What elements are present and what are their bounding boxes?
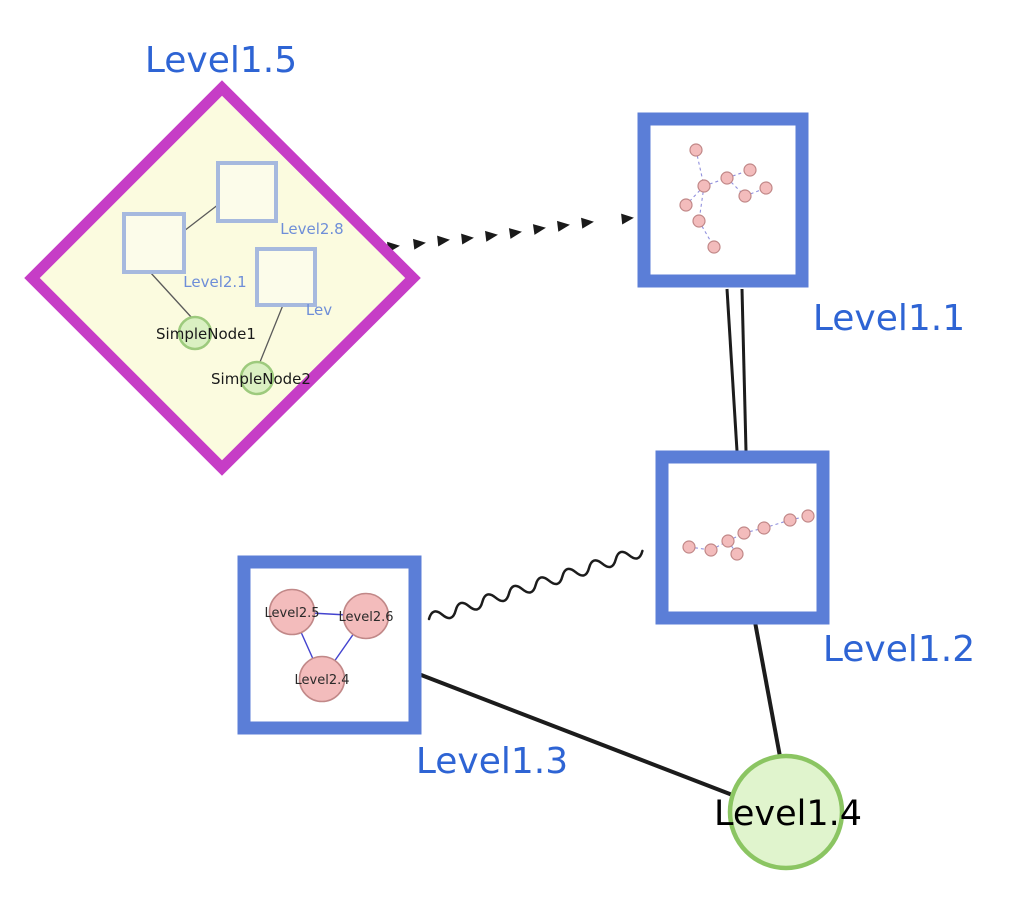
subgraph-node[interactable] <box>689 143 703 157</box>
subgraph-node[interactable] <box>738 189 752 203</box>
group-node-level1-2 <box>655 450 830 625</box>
subgraph-edge <box>726 177 746 197</box>
label-level1-5: Level1.5 <box>145 40 297 81</box>
diamond-shape-level1-5[interactable] <box>24 80 421 476</box>
label-level1-2: Level1.2 <box>823 629 975 670</box>
group-node-level1-1 <box>637 112 809 288</box>
label-level1-3: Level1.3 <box>416 741 568 782</box>
node-level2-1[interactable] <box>122 212 186 274</box>
label-simplenode2: SimpleNode2 <box>211 370 311 388</box>
label-level2-5: Level2.5 <box>265 606 320 621</box>
node-lev[interactable] <box>255 247 317 307</box>
subgraph-node[interactable] <box>737 526 751 540</box>
node-simplenode2[interactable] <box>239 360 275 396</box>
box-level1-2[interactable] <box>655 450 830 625</box>
subgraph-node[interactable] <box>704 543 718 557</box>
subgraph-node[interactable] <box>697 179 711 193</box>
edge-level13-level14[interactable] <box>415 671 749 803</box>
subgraph-node[interactable] <box>757 521 771 535</box>
edge-level11-level12-double[interactable] <box>725 288 748 452</box>
label-level1-4: Level1.4 <box>714 794 862 834</box>
edge-level12-level14[interactable] <box>753 621 783 763</box>
label-level2-6: Level2.6 <box>339 610 394 625</box>
subgraph-node[interactable] <box>692 214 706 228</box>
label-lev: Lev <box>306 301 332 319</box>
edge-level12-level13-wavy[interactable] <box>427 546 644 625</box>
label-level2-4: Level2.4 <box>295 673 350 688</box>
subgraph-node[interactable] <box>759 181 773 195</box>
label-level2-8: Level2.8 <box>280 220 343 238</box>
node-simplenode1[interactable] <box>177 315 213 351</box>
subgraph-node[interactable] <box>730 547 744 561</box>
box-level1-1[interactable] <box>637 112 809 288</box>
label-level1-1: Level1.1 <box>813 298 965 339</box>
subgraph-node[interactable] <box>743 163 757 177</box>
subgraph-level1-1 <box>679 143 773 254</box>
subgraph-edge <box>685 185 705 206</box>
group-node-level1-5: Level2.8 Level2.1 Lev SimpleNode1 Simple… <box>24 80 421 476</box>
subgraph-node[interactable] <box>801 509 815 523</box>
subgraph-node[interactable] <box>679 198 693 212</box>
edge-level21-level28 <box>183 203 220 232</box>
label-simplenode1: SimpleNode1 <box>156 325 256 343</box>
group-node-level1-3: Level2.5 Level2.6 Level2.4 <box>237 555 422 735</box>
subgraph-node[interactable] <box>707 240 721 254</box>
node-level2-6[interactable] <box>342 592 390 640</box>
subgraph-node[interactable] <box>783 513 797 527</box>
label-level2-1: Level2.1 <box>183 273 246 291</box>
edge-lev-simplenode2 <box>259 304 284 363</box>
node-level1-4[interactable] <box>727 753 845 871</box>
edge-level15-level11-arrow-chain[interactable] <box>387 213 634 253</box>
subgraph-level1-2 <box>682 509 815 561</box>
subgraph-node[interactable] <box>721 534 735 548</box>
box-level1-3[interactable] <box>237 555 422 735</box>
subgraph-level1-3: Level2.5 Level2.6 Level2.4 <box>265 588 394 703</box>
edge-level21-simplenode1 <box>149 271 193 319</box>
subgraph-node[interactable] <box>720 171 734 185</box>
node-level2-4[interactable] <box>298 655 346 703</box>
subgraph-node[interactable] <box>682 540 696 554</box>
node-level2-5[interactable] <box>268 588 316 636</box>
subgraph-edge <box>763 519 791 529</box>
node-level2-8[interactable] <box>216 161 278 223</box>
